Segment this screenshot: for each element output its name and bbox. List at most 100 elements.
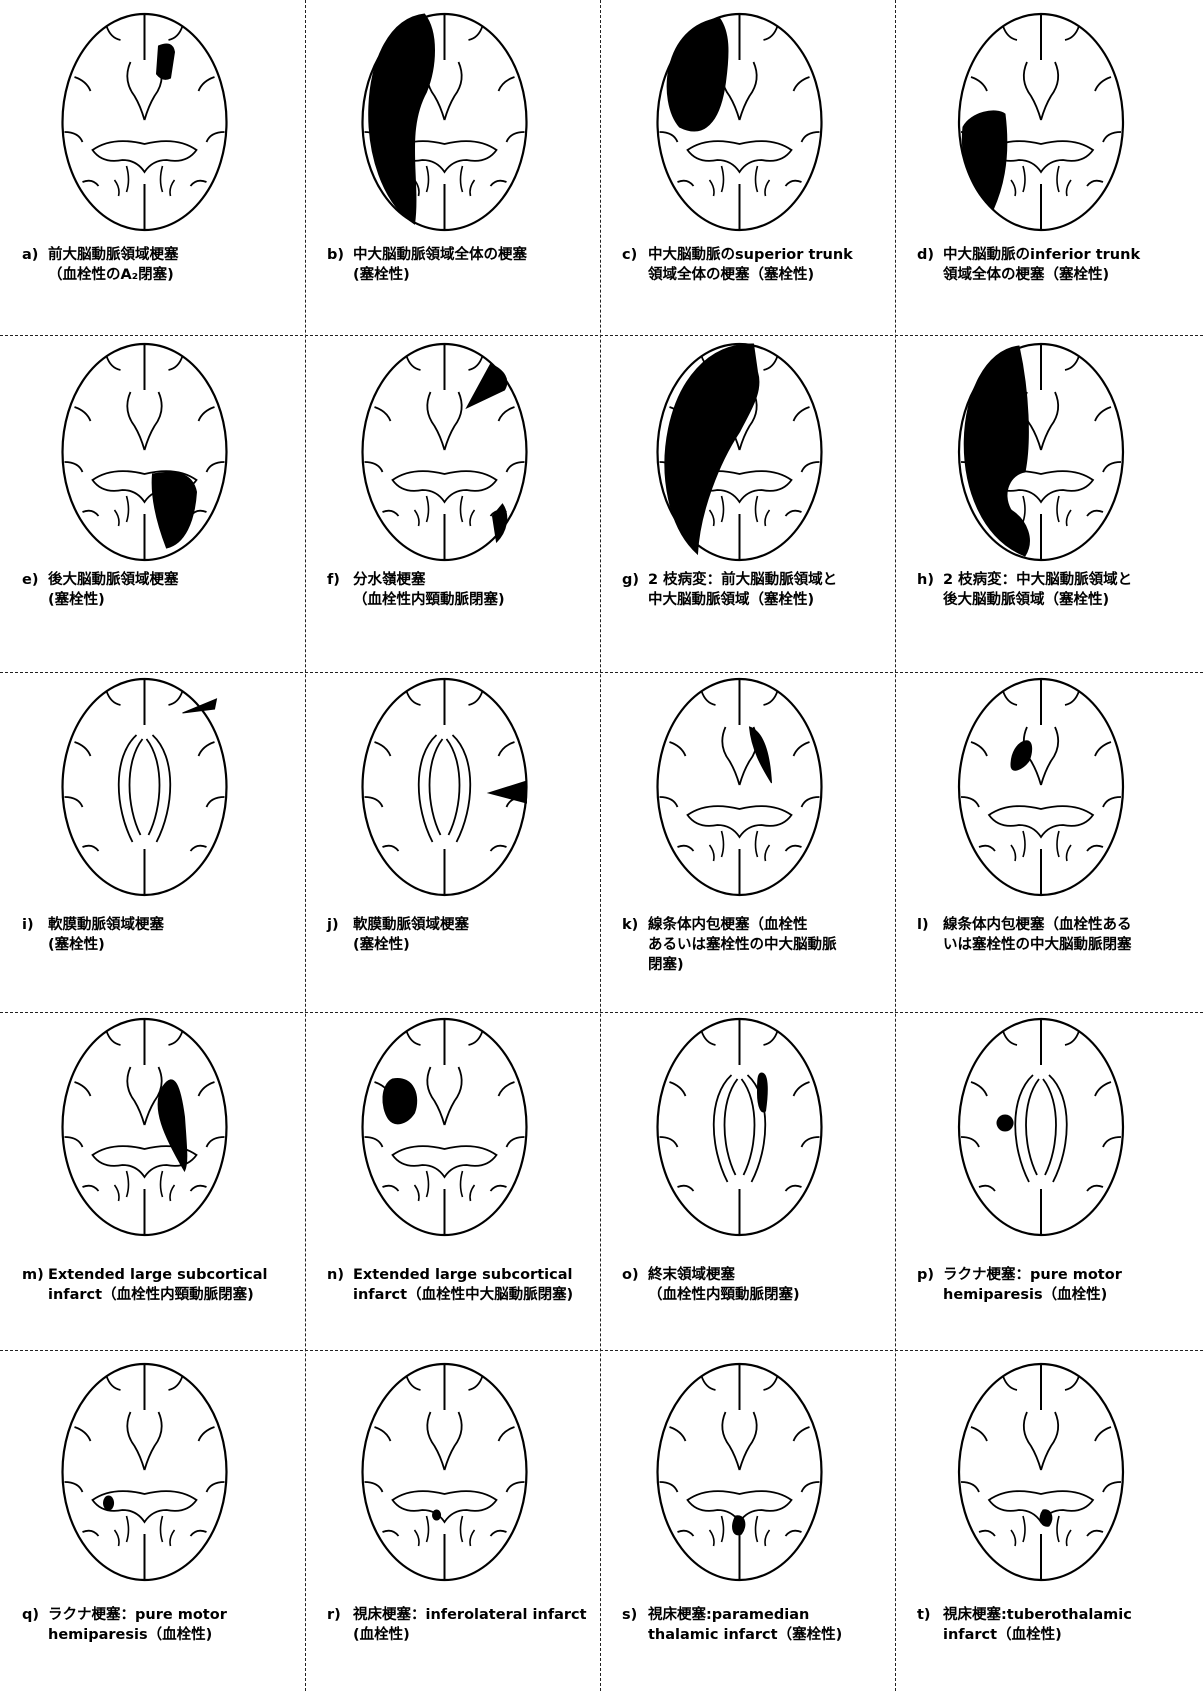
caption-line: (塞栓性) xyxy=(22,935,164,955)
brain-diagram-q xyxy=(0,1350,305,1590)
panel-caption: g)2 枝病変：前大脳動脈領域と中大脳動脈領域（塞栓性) xyxy=(622,570,837,610)
panel-letter: c) xyxy=(622,245,648,265)
caption-line: 前大脳動脈領域梗塞 xyxy=(48,247,179,263)
panel-l: l)線条体内包梗塞（血栓性あるいは塞栓性の中大脳動脈閉塞 xyxy=(895,665,1203,1005)
panel-c: c)中大脳動脈のsuperior trunk領域全体の梗塞（塞栓性) xyxy=(600,0,895,340)
caption-line: infarct（血栓性) xyxy=(917,1625,1132,1645)
brain-diagram-e xyxy=(0,330,305,570)
panel-letter: b) xyxy=(327,245,353,265)
panel-caption: n)Extended large subcortical infarct（血栓性中… xyxy=(327,1265,573,1305)
caption-line: 後大脳動脈領域梗塞 xyxy=(48,572,179,588)
brain-section-outline xyxy=(959,679,1123,895)
brain-diagram-p xyxy=(895,1005,1203,1245)
panel-letter: f) xyxy=(327,570,353,590)
panel-caption: j)軟膜動脈領域梗塞(塞栓性) xyxy=(327,915,469,955)
brain-diagram-l xyxy=(895,665,1203,905)
caption-line: (塞栓性) xyxy=(22,590,179,610)
panel-g: g)2 枝病変：前大脳動脈領域と中大脳動脈領域（塞栓性) xyxy=(600,330,895,670)
panel-letter: d) xyxy=(917,245,943,265)
panel-k: k)線条体内包梗塞（血栓性あるいは塞栓性の中大脳動脈閉塞) xyxy=(600,665,895,1005)
brain-section-outline xyxy=(63,344,227,560)
caption-line: 中大脳動脈領域（塞栓性) xyxy=(622,590,837,610)
panel-letter: t) xyxy=(917,1605,943,1625)
panel-i: i)軟膜動脈領域梗塞(塞栓性) xyxy=(0,665,305,1005)
caption-line: 閉塞) xyxy=(622,955,837,975)
caption-line: hemiparesis（血栓性) xyxy=(917,1285,1122,1305)
brain-section-outline xyxy=(363,1364,527,1580)
panel-j: j)軟膜動脈領域梗塞(塞栓性) xyxy=(305,665,600,1005)
panel-caption: q)ラクナ梗塞：pure motorhemiparesis（血栓性) xyxy=(22,1605,227,1645)
infarct-lesion xyxy=(383,1079,417,1124)
caption-line: 軟膜動脈領域梗塞 xyxy=(48,917,164,933)
panel-a: a)前大脳動脈領域梗塞（血栓性のA₂閉塞) xyxy=(0,0,305,340)
panel-letter: q) xyxy=(22,1605,48,1625)
panel-letter: n) xyxy=(327,1265,353,1285)
panel-o: o)終末領域梗塞（血栓性内頸動脈閉塞) xyxy=(600,1005,895,1345)
caption-line: (塞栓性) xyxy=(327,935,469,955)
panel-caption: b)中大脳動脈領域全体の梗塞(塞栓性) xyxy=(327,245,527,285)
caption-line: 線条体内包梗塞（血栓性ある xyxy=(943,917,1132,933)
brain-diagram-k xyxy=(600,665,895,905)
caption-line: ラクナ梗塞：pure motor xyxy=(48,1607,227,1623)
caption-line: infarct（血栓性中大脳動脈閉塞) xyxy=(327,1285,573,1305)
panel-caption: t)視床梗塞:tuberothalamic infarct（血栓性) xyxy=(917,1605,1132,1645)
panel-caption: d)中大脳動脈のinferior trunk領域全体の梗塞（塞栓性) xyxy=(917,245,1140,285)
caption-line: Extended large subcortical xyxy=(353,1267,572,1283)
infarct-lesion xyxy=(997,1115,1013,1131)
panel-s: s)視床梗塞:paramedianthalamic infarct（塞栓性) xyxy=(600,1350,895,1690)
caption-line: いは塞栓性の中大脳動脈閉塞 xyxy=(917,935,1132,955)
panel-caption: e)後大脳動脈領域梗塞 (塞栓性) xyxy=(22,570,179,610)
infarct-lesion xyxy=(1040,1510,1052,1527)
brain-diagram-n xyxy=(305,1005,600,1245)
brain-diagram-s xyxy=(600,1350,895,1590)
panel-letter: p) xyxy=(917,1265,943,1285)
panel-caption: f)分水嶺梗塞（血栓性内頸動脈閉塞) xyxy=(327,570,505,610)
brain-section-outline xyxy=(363,1019,527,1235)
panel-m: m)Extended large subcorticalinfarct（血栓性内… xyxy=(0,1005,305,1345)
panel-h: h)2 枝病変：中大脳動脈領域と後大脳動脈領域（塞栓性) xyxy=(895,330,1203,670)
panel-letter: o) xyxy=(622,1265,648,1285)
caption-line: 領域全体の梗塞（塞栓性) xyxy=(622,265,853,285)
brain-section-outline xyxy=(658,1364,822,1580)
brain-diagram-o xyxy=(600,1005,895,1245)
caption-line: 視床梗塞:paramedian xyxy=(648,1607,809,1623)
brain-diagram-t xyxy=(895,1350,1203,1590)
panel-caption: i)軟膜動脈領域梗塞(塞栓性) xyxy=(22,915,164,955)
caption-line: 中大脳動脈領域全体の梗塞 xyxy=(353,247,527,263)
brain-diagram-m xyxy=(0,1005,305,1245)
panel-letter: h) xyxy=(917,570,943,590)
brain-section-outline xyxy=(658,1019,822,1235)
brain-diagram-g xyxy=(600,330,895,570)
brain-diagram-i xyxy=(0,665,305,905)
brain-section-outline xyxy=(63,1364,227,1580)
brain-section-outline xyxy=(959,1364,1123,1580)
brain-diagram-r xyxy=(305,1350,600,1590)
infarct-lesion xyxy=(758,1073,768,1112)
panel-letter: a) xyxy=(22,245,48,265)
panel-caption: c)中大脳動脈のsuperior trunk領域全体の梗塞（塞栓性) xyxy=(622,245,853,285)
caption-line: 視床梗塞：inferolateral infarct xyxy=(353,1607,587,1623)
panel-p: p)ラクナ梗塞：pure motorhemiparesis（血栓性) xyxy=(895,1005,1203,1345)
panel-caption: o)終末領域梗塞（血栓性内頸動脈閉塞) xyxy=(622,1265,800,1305)
brain-diagram-h xyxy=(895,330,1203,570)
panel-b: b)中大脳動脈領域全体の梗塞(塞栓性) xyxy=(305,0,600,340)
caption-line: 終末領域梗塞 xyxy=(648,1267,735,1283)
caption-line: 線条体内包梗塞（血栓性 xyxy=(648,917,808,933)
brain-section-outline xyxy=(63,14,227,230)
brain-diagram-j xyxy=(305,665,600,905)
caption-line: 後大脳動脈領域（塞栓性) xyxy=(917,590,1132,610)
brain-section-outline xyxy=(363,679,527,895)
caption-line: 視床梗塞:tuberothalamic xyxy=(943,1607,1132,1623)
panel-n: n)Extended large subcortical infarct（血栓性中… xyxy=(305,1005,600,1345)
panel-letter: s) xyxy=(622,1605,648,1625)
caption-line: 2 枝病変：前大脳動脈領域と xyxy=(648,572,837,588)
panel-letter: e) xyxy=(22,570,48,590)
panel-caption: l)線条体内包梗塞（血栓性あるいは塞栓性の中大脳動脈閉塞 xyxy=(917,915,1132,955)
panel-caption: k)線条体内包梗塞（血栓性あるいは塞栓性の中大脳動脈閉塞) xyxy=(622,915,837,975)
caption-line: 領域全体の梗塞（塞栓性) xyxy=(917,265,1140,285)
caption-line: あるいは塞栓性の中大脳動脈 xyxy=(622,935,837,955)
caption-line: Extended large subcortical xyxy=(48,1267,267,1283)
brain-section-outline xyxy=(63,679,227,895)
panel-r: r)視床梗塞：inferolateral infarct(血栓性) xyxy=(305,1350,600,1690)
